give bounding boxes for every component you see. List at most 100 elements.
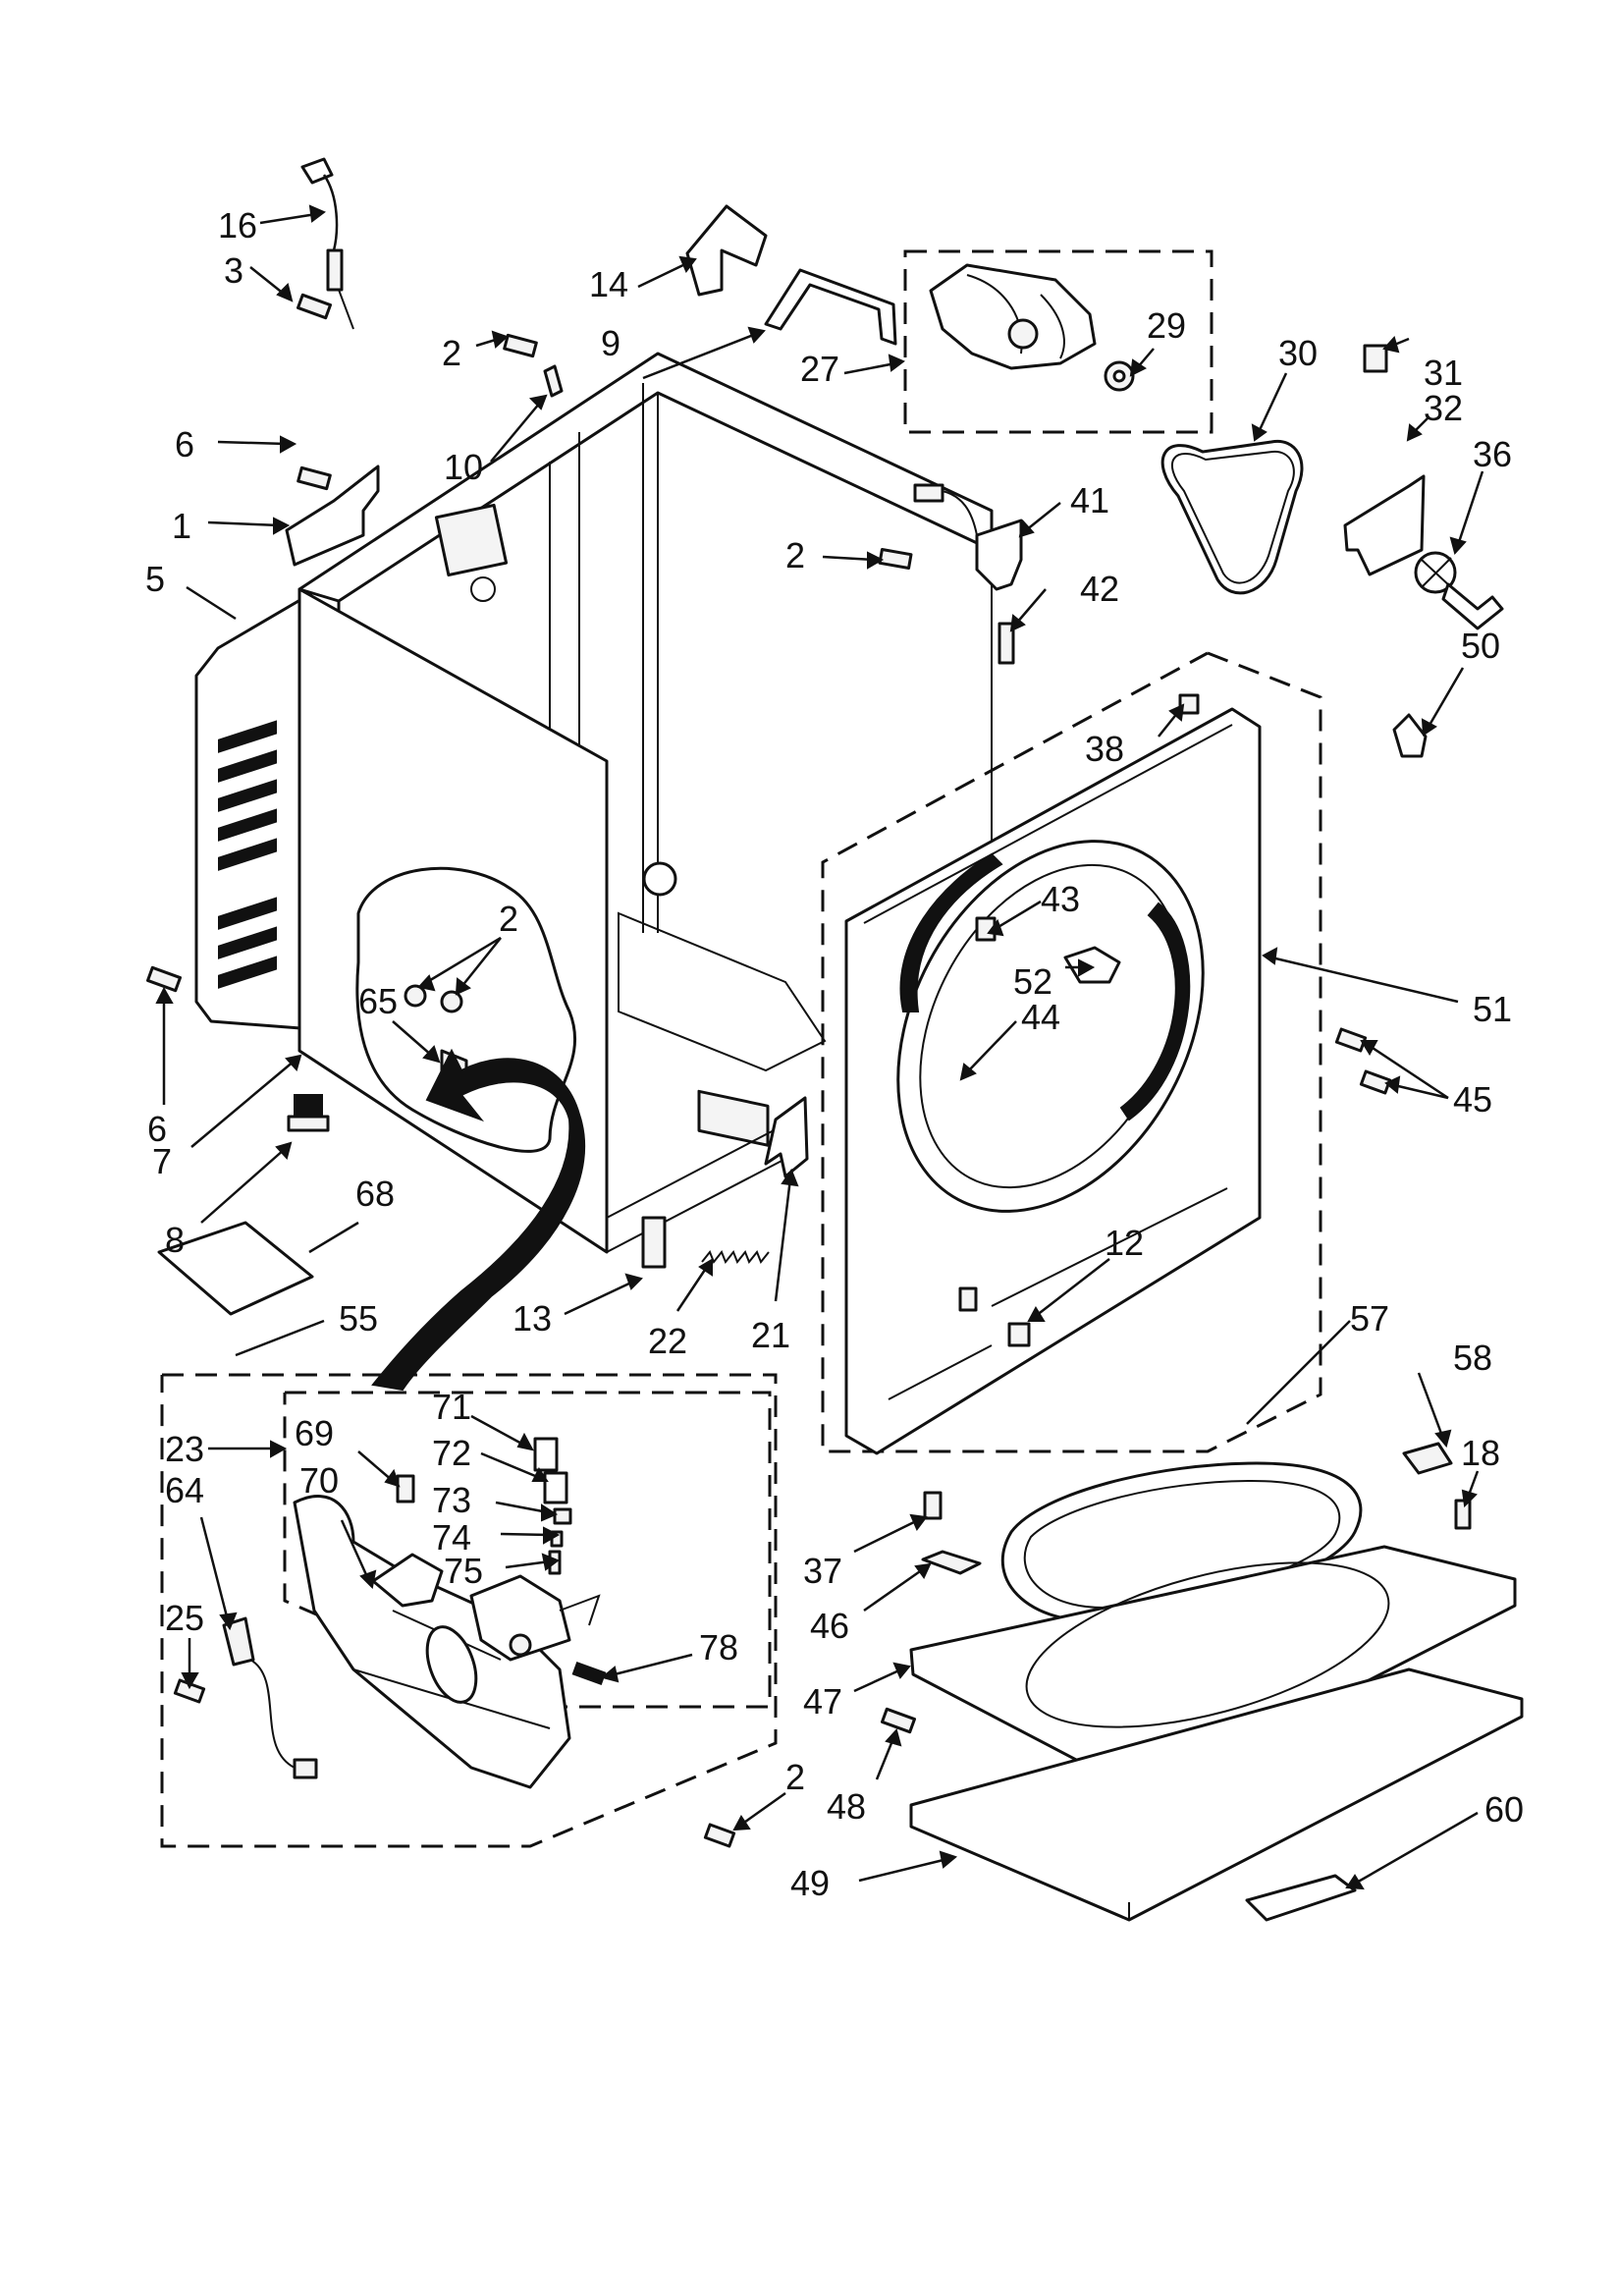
- bracket-14: [685, 204, 768, 297]
- cabinet: [194, 352, 994, 1254]
- screw-42: [998, 622, 1015, 665]
- switch-41: [913, 483, 1023, 591]
- callout-7: 7: [152, 1141, 172, 1181]
- door-switch-13: [641, 1216, 667, 1269]
- leader-lines: [155, 204, 1484, 1890]
- callout-8: 8: [165, 1220, 185, 1260]
- screw-37: [923, 1491, 943, 1520]
- base-plate-47: [909, 1545, 1517, 1797]
- callout-13: 13: [512, 1298, 552, 1339]
- spark-78: [571, 1661, 607, 1686]
- callout-69: 69: [295, 1413, 334, 1453]
- screw-6-bottom: [146, 965, 182, 993]
- callout-43: 43: [1041, 879, 1080, 919]
- callout-64: 64: [165, 1470, 204, 1510]
- callout-50: 50: [1461, 626, 1500, 666]
- assembly-arrow: [371, 1048, 586, 1392]
- callout-60: 60: [1484, 1789, 1524, 1830]
- screw-2-top: [503, 333, 538, 358]
- callout-25: 25: [165, 1598, 204, 1638]
- callout-52: 52: [1013, 961, 1052, 1002]
- base-frame-49: [909, 1667, 1524, 1922]
- callout-51: 51: [1473, 989, 1512, 1029]
- callout-14: 14: [589, 264, 628, 304]
- callout-3: 3: [224, 250, 243, 291]
- clip-10: [543, 364, 564, 398]
- callout-5: 5: [145, 559, 165, 599]
- callout-16: 16: [218, 205, 257, 246]
- back-panel-vents: [218, 720, 277, 989]
- callout-29: 29: [1147, 305, 1186, 346]
- callout-70: 70: [299, 1460, 339, 1501]
- callout-30: 30: [1278, 333, 1318, 373]
- callout-9: 9: [601, 323, 620, 363]
- callout-38: 38: [1085, 729, 1124, 769]
- callout-1: 1: [172, 506, 191, 546]
- callout-2-side: 2: [499, 899, 518, 939]
- callout-73: 73: [432, 1480, 471, 1520]
- gas-valve-assembly: [469, 1574, 601, 1662]
- burner-assembly-box: [160, 1373, 778, 1848]
- callout-6-top: 6: [175, 424, 194, 465]
- callout-2-rear: 2: [785, 535, 805, 575]
- callout-27: 27: [800, 349, 839, 389]
- callout-47: 47: [803, 1681, 842, 1722]
- callout-78: 78: [699, 1627, 738, 1667]
- toe-panel-68: [157, 1221, 314, 1316]
- callout-36: 36: [1473, 434, 1512, 474]
- callout-46: 46: [810, 1606, 849, 1646]
- screw-2-bottom: [703, 1823, 736, 1848]
- callout-21: 21: [751, 1315, 790, 1355]
- coil-71: [533, 1437, 559, 1472]
- clip-38: [1178, 693, 1200, 715]
- idler-36: [1414, 551, 1504, 630]
- callout-74: 74: [432, 1517, 471, 1558]
- callout-37: 37: [803, 1551, 842, 1591]
- hinge-21: [764, 1096, 809, 1178]
- callout-labels: 16 3 14 2 9 27 29 30 31 32 36 6 10 1 41 …: [145, 205, 1524, 1903]
- power-cord-16: [300, 157, 354, 330]
- callout-44: 44: [1021, 997, 1060, 1037]
- callout-10: 10: [444, 447, 483, 487]
- front-panel: [844, 707, 1262, 1455]
- handle-60: [1245, 1874, 1357, 1922]
- bracket-9: [764, 268, 897, 346]
- callout-23: 23: [165, 1429, 204, 1469]
- burner-subassembly-box: [283, 1391, 772, 1709]
- latch-12: [1007, 1322, 1031, 1347]
- callout-65: 65: [358, 981, 398, 1021]
- callout-32: 32: [1424, 388, 1463, 428]
- callout-12: 12: [1105, 1223, 1144, 1263]
- screws-45: [1334, 1027, 1392, 1095]
- callout-75: 75: [444, 1551, 483, 1591]
- screw-48: [881, 1707, 916, 1734]
- screw-3: [297, 293, 332, 320]
- bracket-1: [285, 465, 380, 567]
- callout-42: 42: [1080, 569, 1119, 609]
- callout-48: 48: [827, 1786, 866, 1827]
- bracket-58: [1402, 1442, 1453, 1475]
- callout-68: 68: [355, 1174, 395, 1214]
- callout-2-bottom: 2: [785, 1757, 805, 1797]
- bracket-70: [371, 1553, 444, 1608]
- coil-72: [543, 1471, 568, 1504]
- callout-45: 45: [1453, 1079, 1492, 1120]
- callout-49: 49: [790, 1863, 830, 1903]
- callout-6-bottom: 6: [147, 1109, 167, 1149]
- callout-72: 72: [432, 1433, 471, 1473]
- motor-27: [929, 263, 1097, 370]
- bracket-32: [1343, 344, 1426, 576]
- callout-31: 31: [1424, 353, 1463, 393]
- clip-50: [1392, 713, 1428, 758]
- callout-22: 22: [648, 1321, 687, 1361]
- leveling-leg-8: [287, 1094, 330, 1132]
- callout-41: 41: [1070, 480, 1109, 520]
- front-panel-assembly-box: [821, 651, 1322, 1453]
- screw-69: [396, 1474, 415, 1503]
- spring-22: [701, 1250, 770, 1264]
- clip-46: [921, 1550, 982, 1575]
- callout-57: 57: [1350, 1298, 1389, 1339]
- nut-29: [1104, 360, 1135, 392]
- ignitor-64: [222, 1616, 318, 1779]
